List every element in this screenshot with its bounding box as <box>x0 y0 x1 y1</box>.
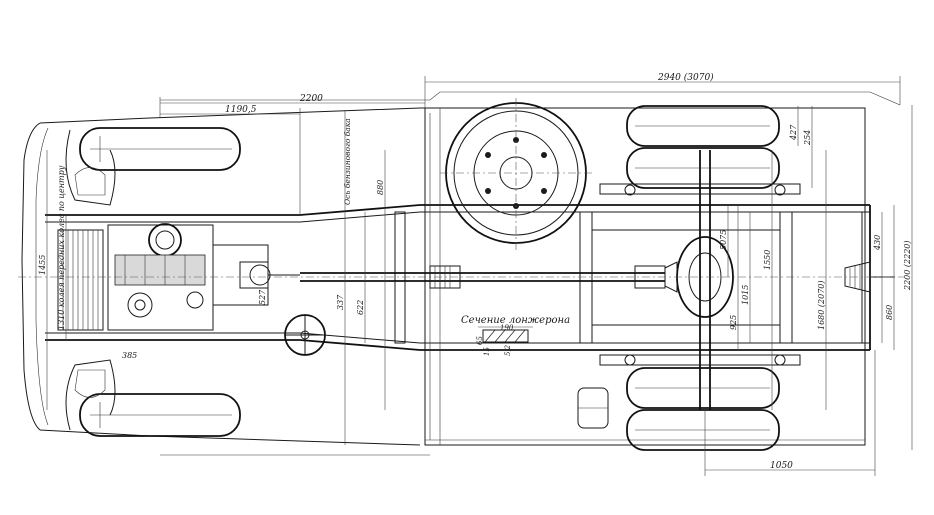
label-dim-527: 527 <box>258 289 267 305</box>
rear-springs <box>599 183 801 366</box>
label-dim-385: 385 <box>122 351 137 360</box>
rear-axle <box>664 150 734 410</box>
label-front-overhang: 1190,5 <box>225 105 257 115</box>
label-dim-622: 622 <box>356 300 365 315</box>
frame-section-detail <box>478 326 533 343</box>
fuel-tank <box>577 387 609 429</box>
label-overall-length: 2940 (3070) <box>657 72 714 83</box>
front-right-wheel <box>79 393 241 437</box>
label-dim-880-front: 880 <box>376 180 385 195</box>
cargo-platform <box>424 107 866 446</box>
label-dim-65: 65 <box>476 336 484 345</box>
radiator <box>57 229 104 331</box>
label-dim-254: 254 <box>803 130 812 146</box>
label-fuel-tank-axis: Ось бензинового бака <box>343 118 352 205</box>
label-front-track: 1310 колея передних колес по центру <box>57 165 66 330</box>
label-front-to-wheel: 2200 <box>299 94 323 104</box>
spare-wheel <box>440 98 595 250</box>
label-dim-427: 427 <box>789 124 798 141</box>
label-dim-430: 430 <box>873 235 882 251</box>
label-dim-5075: 5075 <box>719 230 728 250</box>
label-rear-width-frame: 860 <box>885 305 894 320</box>
label-dim-337: 337 <box>336 294 345 310</box>
label-dim-1550: 1550 <box>763 250 772 270</box>
label-rear-overhang: 1050 <box>770 461 793 471</box>
front-left-wheel <box>79 127 241 171</box>
label-dim-190: 190 <box>500 324 514 332</box>
dimension-labels: 2940 (3070) 2200 1190,5 1050 2200 (2220)… <box>38 72 912 471</box>
label-dim-5-2: 5,2 <box>504 344 512 356</box>
label-dim-925: 925 <box>729 315 738 330</box>
frame-rails <box>45 204 871 351</box>
label-dim-15: 15 <box>483 347 491 356</box>
rear-wheels-top <box>626 105 780 189</box>
label-rear-width-inner: 1680 (2070) <box>817 280 826 330</box>
gearbox <box>212 244 300 306</box>
label-rear-width-main: 2200 (2220) <box>903 240 912 291</box>
label-dim-1455: 1455 <box>38 255 47 275</box>
engine-block <box>107 223 214 331</box>
label-section: Сечение лонжерона <box>461 315 570 326</box>
front-fenders <box>65 129 116 431</box>
dimension-lines <box>46 76 913 476</box>
rear-wheels-bottom <box>626 367 780 451</box>
label-dim-1015: 1015 <box>741 285 750 305</box>
